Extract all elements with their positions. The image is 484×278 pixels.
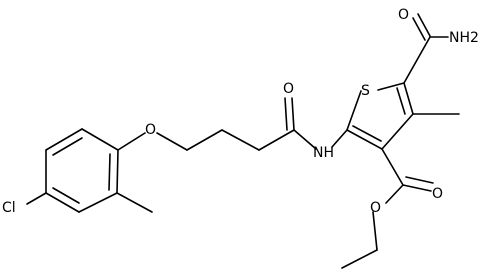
bond-ring-5 <box>45 128 83 151</box>
bond-c2-to-s <box>346 90 362 131</box>
bond-ring-2 <box>78 192 118 213</box>
bond-ester-c-to-o <box>402 184 432 192</box>
bond-ring-6 <box>81 128 119 151</box>
bond-ring-to-methyl <box>116 192 153 213</box>
bond-ch2-to-ch3 <box>341 249 378 269</box>
bonds <box>26 13 460 269</box>
bond-c3-to-c2 <box>346 129 383 150</box>
bond-amide-c-to-o <box>417 13 431 37</box>
bond-chain-to-ether-o <box>156 132 188 151</box>
bond-ether-o-to-ring <box>117 132 146 151</box>
bond-ring-3 <box>45 192 80 213</box>
bond-c3-to-ester-c <box>381 148 404 186</box>
bond-c5-to-c4 <box>403 82 414 115</box>
bond-ring-1 <box>116 149 119 194</box>
bond-ring-3-double <box>52 187 80 204</box>
bond-ring-to-cl <box>26 192 47 205</box>
bond-s-to-c5 <box>377 82 405 91</box>
atom-label-ester-o: O <box>432 186 443 202</box>
bond-c4-to-c3 <box>381 113 414 150</box>
bond-c2-to-nh <box>331 129 348 148</box>
atom-label-ether-o: O <box>145 122 156 138</box>
bond-carbonyl-c-to-o-double <box>284 97 288 131</box>
bond-ester-c-to-o-double <box>405 176 434 184</box>
bond-chain-1 <box>258 129 295 151</box>
bond-nh-to-carbonyl-c <box>293 129 317 150</box>
bond-amide-c-to-o-double <box>412 17 426 41</box>
bond-carbonyl-c-to-o <box>291 97 295 131</box>
bond-ring-5-double <box>52 137 83 156</box>
bond-ring-1-double <box>108 153 111 191</box>
bond-chain-3 <box>186 129 223 151</box>
bond-c3-to-c2-double <box>352 125 382 142</box>
atom-label-amide-o: O <box>398 7 409 23</box>
bond-alkoxy-o-to-ch2 <box>372 211 378 251</box>
atom-label-sulfur: S <box>361 83 370 99</box>
atom-label-nh2: NH2 <box>449 30 479 46</box>
atom-label-nh: NH <box>313 145 334 161</box>
atom-label-chlorine: Cl <box>2 200 16 216</box>
bond-c5-to-amide-c <box>403 36 431 84</box>
atom-label-alkoxy-o: O <box>370 200 381 216</box>
atom-label-linker-o: O <box>283 81 294 97</box>
bond-chain-2 <box>221 129 260 151</box>
bond-c5-to-c4-double <box>396 87 406 115</box>
atom-labels: O NH2 S O O NH Cl O O <box>2 7 479 216</box>
bond-ester-c-to-alkoxy-o <box>385 184 404 204</box>
